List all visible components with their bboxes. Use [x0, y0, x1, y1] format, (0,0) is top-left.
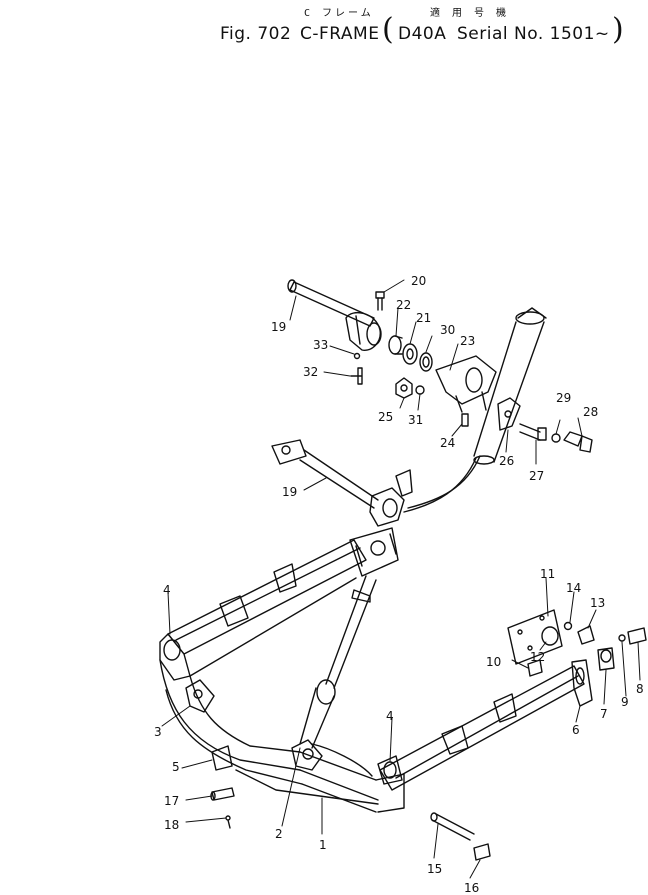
open-paren: ( [382, 12, 394, 47]
close-paren: ) [612, 12, 624, 47]
hose-line [407, 455, 481, 509]
callout-10: 10 [486, 655, 501, 669]
upper-pipe-assembly [287, 279, 593, 453]
callout-15: 15 [427, 862, 442, 876]
callout-28: 28 [583, 405, 598, 419]
callout-16: 16 [464, 881, 479, 895]
lower-tie-rod [271, 439, 413, 527]
model-name: D40A [398, 24, 447, 44]
callout-31: 31 [408, 413, 423, 427]
callout-30: 30 [440, 323, 455, 337]
callout-21: 21 [416, 311, 431, 325]
jp-serial-label: 適 用 号 機 [430, 8, 510, 19]
callout-23: 23 [460, 334, 475, 348]
callout-32: 32 [303, 365, 318, 379]
vertical-cylinder [473, 307, 547, 465]
c-frame-body [159, 539, 593, 813]
lower-pin [430, 812, 491, 861]
part-name: C-FRAME [300, 24, 380, 44]
callout-4-left: 4 [163, 583, 171, 597]
callout-24: 24 [440, 436, 455, 450]
callout-26: 26 [499, 454, 514, 468]
serial-number: Serial No. 1501~ [457, 24, 610, 44]
callout-19-lower: 19 [282, 485, 297, 499]
left-pin [210, 787, 235, 829]
callout-7: 7 [600, 707, 608, 721]
leader-lines [161, 279, 641, 879]
callout-17: 17 [164, 794, 179, 808]
callout-22: 22 [396, 298, 411, 312]
callout-20: 20 [411, 274, 426, 288]
right-plate-assembly [507, 609, 595, 677]
callout-6: 6 [572, 723, 580, 737]
callout-5: 5 [172, 760, 180, 774]
callout-4-bottom: 4 [386, 709, 394, 723]
right-end-fasteners [597, 627, 647, 671]
callout-33: 33 [313, 338, 328, 352]
arm-bracket [349, 527, 399, 577]
callout-13: 13 [590, 596, 605, 610]
callout-12: 12 [530, 650, 545, 664]
callout-19-upper: 19 [271, 320, 286, 334]
callout-18: 18 [164, 818, 179, 832]
callout-14: 14 [566, 581, 581, 595]
callout-29: 29 [556, 391, 571, 405]
jp-part-name: C フレーム [304, 8, 374, 19]
figure-number: Fig. 702 [220, 24, 292, 44]
callout-11: 11 [540, 567, 555, 581]
callout-8: 8 [636, 682, 644, 696]
callout-27: 27 [529, 469, 544, 483]
callout-1: 1 [319, 838, 327, 852]
diagonal-strut [299, 575, 377, 749]
callout-9: 9 [621, 695, 629, 709]
callout-3: 3 [154, 725, 162, 739]
callout-labels: 1 2 3 4 4 5 6 7 8 9 10 11 12 13 14 15 16… [154, 274, 644, 895]
callout-25: 25 [378, 410, 393, 424]
callout-2: 2 [275, 827, 283, 841]
